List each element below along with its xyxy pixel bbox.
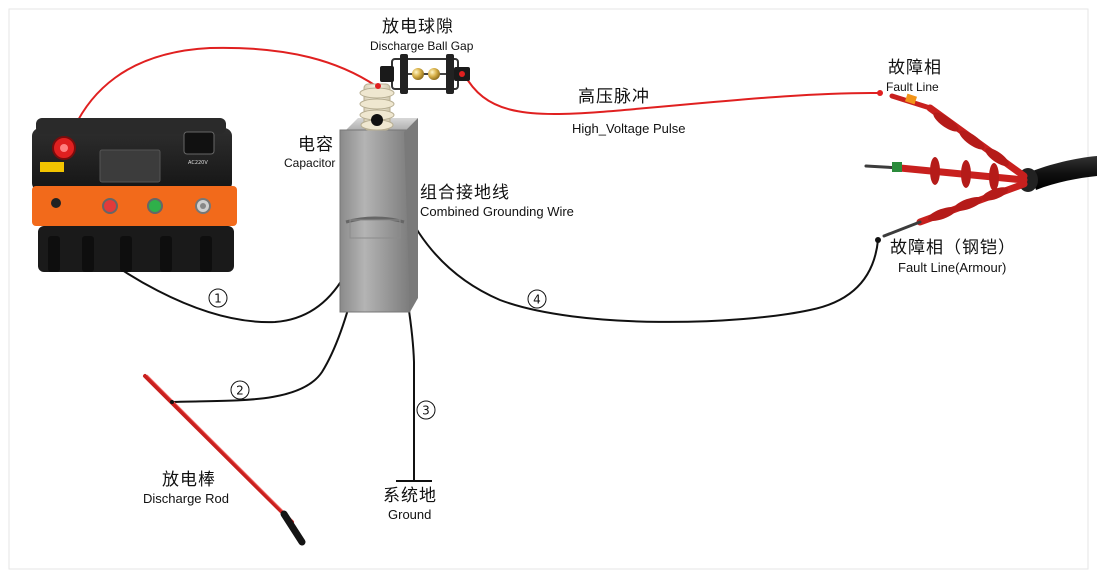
fault-line-armour-label-cn: 故障相（钢铠） <box>890 238 1016 258</box>
capacitor-terminal <box>371 114 383 126</box>
test-device: AC220V <box>32 118 237 272</box>
wire-number-text: 1 <box>214 292 222 306</box>
wire-number-text: 3 <box>422 404 430 418</box>
wire-number-2: 2 <box>230 380 250 400</box>
fault-line-terminal <box>877 90 883 96</box>
frame-border <box>8 8 1089 570</box>
capacitor <box>339 83 418 313</box>
capacitor-label-cn: 电容 <box>298 135 334 155</box>
device-screen <box>99 149 161 183</box>
wire-number-labels: 1 2 3 4 <box>208 288 547 420</box>
rod-handle <box>280 510 306 546</box>
ball-gap-label-cn: 放电球隙 <box>382 17 454 37</box>
hv-wire-device-to-gap <box>65 46 377 149</box>
device-voltage-text: AC220V <box>188 160 208 166</box>
fault-line-label-en: Fault Line <box>886 80 939 94</box>
cable-termination <box>864 90 1097 243</box>
grounding-wire-label-cn: 组合接地线 <box>420 183 510 203</box>
hv-wire-gap-to-fault <box>463 73 881 115</box>
wire-number-text: 2 <box>236 384 244 398</box>
armour-terminal <box>875 237 881 243</box>
hv-pulse-label-en: High_Voltage Pulse <box>572 121 686 136</box>
ball-gap-label-en: Discharge Ball Gap <box>370 39 474 53</box>
ground-label-en: Ground <box>388 507 432 522</box>
fault-line-label-cn: 故障相 <box>888 58 942 78</box>
wire-number-3: 3 <box>416 400 436 420</box>
ground-label-cn: 系统地 <box>383 486 437 506</box>
grounding-wire-label-en: Combined Grounding Wire <box>420 204 574 219</box>
discharge-rod-label-en: Discharge Rod <box>143 491 229 506</box>
ground-terminal <box>51 198 61 208</box>
capacitor-insulator <box>359 83 395 131</box>
hv-pulse-label-cn: 高压脉冲 <box>578 87 650 107</box>
discharge-rod-label-cn: 放电棒 <box>162 470 216 490</box>
wire-number-1: 1 <box>208 288 228 308</box>
start-button <box>147 198 163 214</box>
discharge-ball-gap <box>375 54 470 94</box>
wire-number-4: 4 <box>527 289 547 309</box>
wire-number-text: 4 <box>533 293 541 307</box>
capacitor-label-en: Capacitor <box>284 156 336 170</box>
device-orange-panel <box>32 186 237 226</box>
discharge-rod <box>143 374 306 546</box>
fault-line-armour-label-en: Fault Line(Armour) <box>898 260 1007 275</box>
stop-button <box>102 198 118 214</box>
wire-4 <box>377 124 879 323</box>
power-socket <box>183 131 215 155</box>
